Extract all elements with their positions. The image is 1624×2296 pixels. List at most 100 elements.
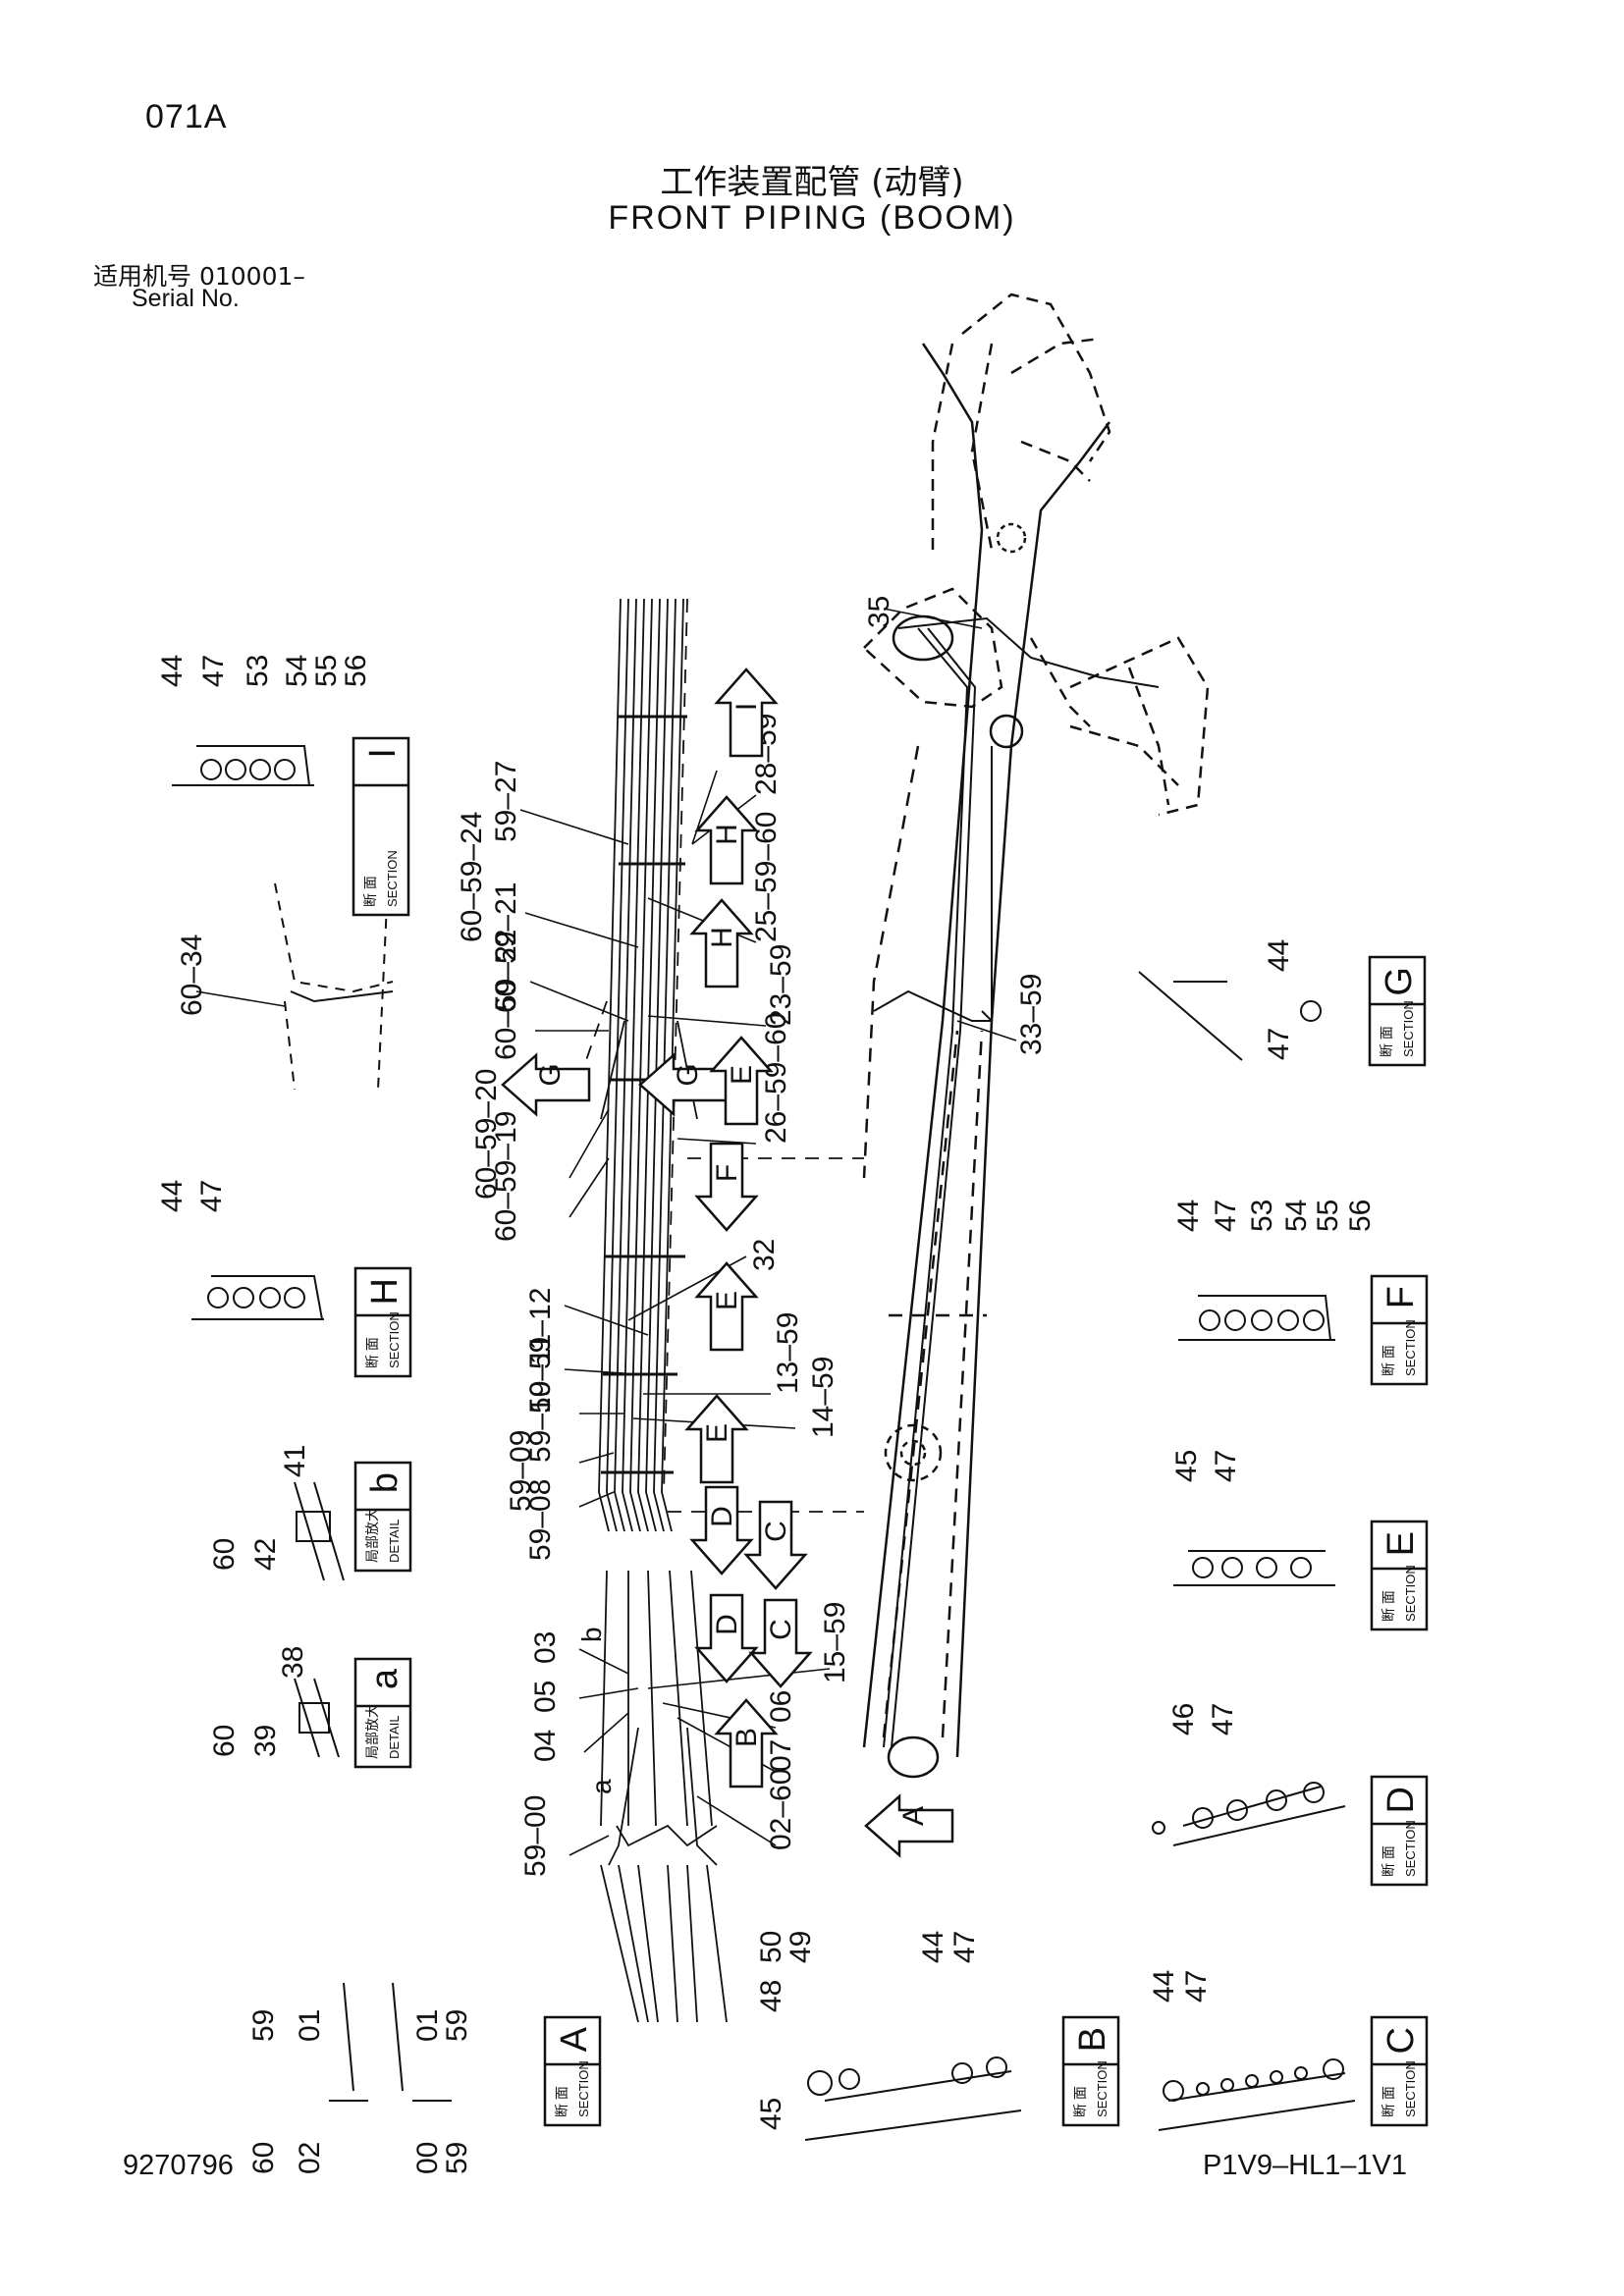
section-F-part-53: 53 [1246, 1200, 1278, 1232]
view-arrow-label: G [672, 1063, 704, 1086]
callout-right-4: 32 [748, 1239, 781, 1271]
section-D-part-46: 46 [1167, 1703, 1200, 1735]
section-I-part-47: 47 [197, 655, 230, 687]
view-arrow-D-9: D [689, 1485, 754, 1575]
section-H-id: H [364, 1278, 406, 1305]
serial-number-label-cn: 适用机号 010001– [93, 262, 305, 291]
section-H-en: SECTION [387, 1311, 402, 1368]
section-A-part-02: 02 [294, 2142, 326, 2174]
view-arrow-E-7: E [694, 1261, 759, 1352]
section-G-part-44: 44 [1263, 939, 1295, 972]
callout-left-1: 60–59–24 [456, 812, 488, 942]
section-a-en: DETAIL [387, 1715, 402, 1759]
leader-line-27 [956, 1020, 1017, 1041]
leader-line-18 [647, 1015, 767, 1027]
section-D-en: SECTION [1403, 1820, 1418, 1877]
callout-right-11: 33–59 [1015, 974, 1048, 1055]
view-arrow-A-14: A [864, 1793, 954, 1858]
leader-line-11 [578, 1648, 629, 1675]
callout-right-6: 14–59 [807, 1357, 839, 1438]
section-B-part-45: 45 [755, 2098, 787, 2130]
section-D-id: D [1380, 1787, 1422, 1813]
section-A-part-01: 01 [294, 2009, 326, 2042]
view-arrow-G-3: G [501, 1052, 591, 1117]
section-a-cn: 局部放大 [364, 1704, 380, 1759]
section-A-part-59: 59 [247, 2009, 280, 2042]
page-title-en: FRONT PIPING (BOOM) [608, 199, 1016, 237]
section-b-en: DETAIL [387, 1519, 402, 1563]
section-a-part-38: 38 [277, 1646, 309, 1679]
section-D-cn: 断 面 [1380, 1845, 1396, 1877]
leader-line-10 [578, 1491, 615, 1508]
section-A-id: A [554, 2026, 595, 2052]
section-G-id: G [1379, 967, 1420, 996]
leader-line-29 [195, 990, 286, 1007]
section-b-part-42: 42 [249, 1538, 282, 1571]
leader-line-13 [583, 1712, 629, 1753]
section-C-cn: 断 面 [1380, 2086, 1396, 2117]
section-A-en: SECTION [576, 2060, 591, 2117]
section-G-en: SECTION [1401, 1000, 1416, 1057]
section-F-cn: 断 面 [1380, 1345, 1396, 1376]
callout-left-14: 59–00 [519, 1795, 552, 1877]
callout-left-12: 05 [529, 1681, 562, 1713]
view-arrow-label: I [731, 703, 763, 711]
callout-left-0: 59–27 [490, 761, 522, 842]
section-F-part-55: 55 [1312, 1200, 1344, 1232]
section-F-part-56: 56 [1344, 1200, 1377, 1232]
section-I-part-54: 54 [281, 655, 313, 687]
section-C-en: SECTION [1403, 2060, 1418, 2117]
section-C-label: C 断 面 SECTION [1370, 2015, 1429, 2127]
callout-right-10: 02–60 [765, 1769, 797, 1850]
section-a-id: a [364, 1668, 406, 1689]
section-B-id: B [1072, 2027, 1113, 2052]
callout-right-1: 25–59–60 [750, 812, 783, 942]
view-arrow-label: A [897, 1806, 930, 1826]
view-arrow-I-0: I [714, 667, 779, 758]
section-a-part-39: 39 [249, 1725, 282, 1757]
section-C-id: C [1380, 2027, 1422, 2054]
view-arrow-label: C [765, 1619, 797, 1640]
section-I-part-56: 56 [340, 655, 372, 687]
section-A-part-59: 59 [441, 2142, 473, 2174]
callout-left-8: 59–10 [524, 1381, 557, 1463]
leader-line-6 [564, 1305, 649, 1336]
serial-number-value: 010001– [198, 262, 305, 291]
section-B-part-47: 47 [948, 1931, 981, 1963]
section-B-part-44: 44 [917, 1931, 949, 1963]
section-F-part-54: 54 [1280, 1200, 1313, 1232]
callout-left-5: 60–59–19 [490, 1111, 522, 1242]
view-arrow-label: E [726, 1065, 758, 1085]
callout-right-5: 13–59 [772, 1312, 804, 1394]
boom-pipes [873, 616, 1160, 1748]
view-arrow-label: E [711, 1291, 743, 1310]
view-arrow-H-1: H [694, 795, 759, 885]
callout-left-3: 60–59–22 [490, 930, 522, 1060]
section-a-label: a 局部放大 DETAIL [353, 1657, 412, 1769]
leader-line-7 [564, 1368, 639, 1375]
section-b-id: b [364, 1472, 406, 1493]
page-code: 071A [145, 98, 228, 135]
view-arrow-label: B [731, 1728, 763, 1747]
section-H-part-44: 44 [156, 1180, 189, 1212]
view-arrow-label: D [706, 1506, 738, 1527]
section-views-outlines [172, 745, 1356, 2141]
section-A-part-01: 01 [411, 2009, 444, 2042]
section-B-cn: 断 面 [1072, 2086, 1088, 2117]
view-arrow-F-6: F [694, 1142, 759, 1232]
view-arrow-E-8: E [684, 1394, 749, 1484]
section-E-en: SECTION [1403, 1565, 1418, 1622]
serial-number-label-en: Serial No. [132, 285, 240, 312]
view-arrow-E-5: E [709, 1036, 774, 1126]
leader-line-12 [578, 1687, 639, 1699]
section-B-part-48: 48 [755, 1980, 787, 2012]
leader-line-9 [578, 1452, 615, 1464]
leader-line-4 [568, 1108, 610, 1179]
section-F-part-44: 44 [1172, 1200, 1205, 1232]
section-I-cn: 断 面 [362, 876, 378, 907]
